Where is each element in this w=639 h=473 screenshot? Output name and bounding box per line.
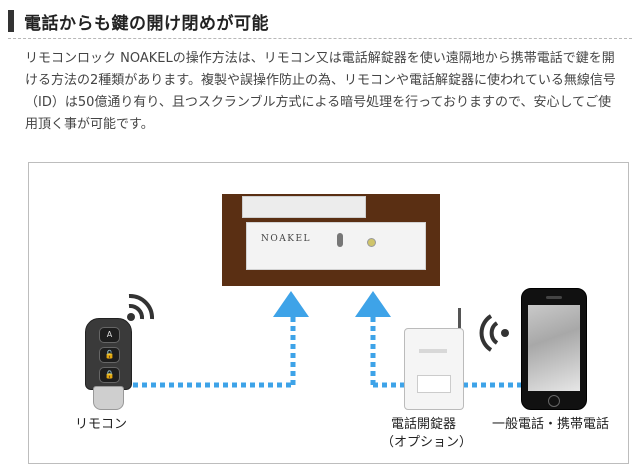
wireless-signal-icon xyxy=(127,293,155,321)
lock-logo-text: NOAKEL xyxy=(261,234,312,244)
device-option-label: （オプション） xyxy=(381,435,473,450)
device-panel xyxy=(417,375,451,393)
device-logo xyxy=(413,335,453,341)
lock-photo: NOAKEL xyxy=(222,194,440,286)
remote-button-unlock: 🔓 xyxy=(99,347,120,363)
phone-signal-icon xyxy=(479,314,509,352)
remote-label: リモコン xyxy=(75,417,128,432)
remote-button-lock: 🔒 xyxy=(99,367,120,383)
intro-paragraph: リモコンロック NOAKELの操作方法は、リモコン又は電話解錠器を使い遠隔地から… xyxy=(25,51,616,132)
lock-knob xyxy=(337,233,343,247)
lock-strike-plate xyxy=(242,196,366,218)
remote-control: A 🔓 🔒 xyxy=(85,318,132,410)
heading-marker xyxy=(8,10,14,32)
phone-screen xyxy=(528,305,580,391)
arrow-up-left-icon xyxy=(273,291,309,317)
phone-label: 一般電話・携帯電話 xyxy=(492,417,610,432)
phone-home-button xyxy=(548,395,560,407)
mobile-phone xyxy=(521,288,587,410)
lock-indicator xyxy=(367,238,376,247)
remote-key-blade xyxy=(93,386,124,410)
arrow-up-right-icon xyxy=(355,291,391,317)
remote-button-a: A xyxy=(99,327,120,343)
signal-paths xyxy=(133,317,521,388)
section-title: 電話からも鍵の開け閉めが可能 xyxy=(24,14,269,34)
device-label: 電話開錠器 xyxy=(391,417,457,432)
remote-body: A 🔓 🔒 xyxy=(85,318,132,390)
device-indicator xyxy=(419,349,447,353)
lock-unit: NOAKEL xyxy=(246,222,426,270)
section-heading: 電話からも鍵の開け閉めが可能 xyxy=(8,8,632,39)
heading-divider xyxy=(8,38,632,39)
phone-speaker xyxy=(546,296,562,299)
operation-diagram: NOAKEL A 🔓 🔒 xyxy=(28,162,629,464)
phone-unlock-device xyxy=(404,328,464,410)
